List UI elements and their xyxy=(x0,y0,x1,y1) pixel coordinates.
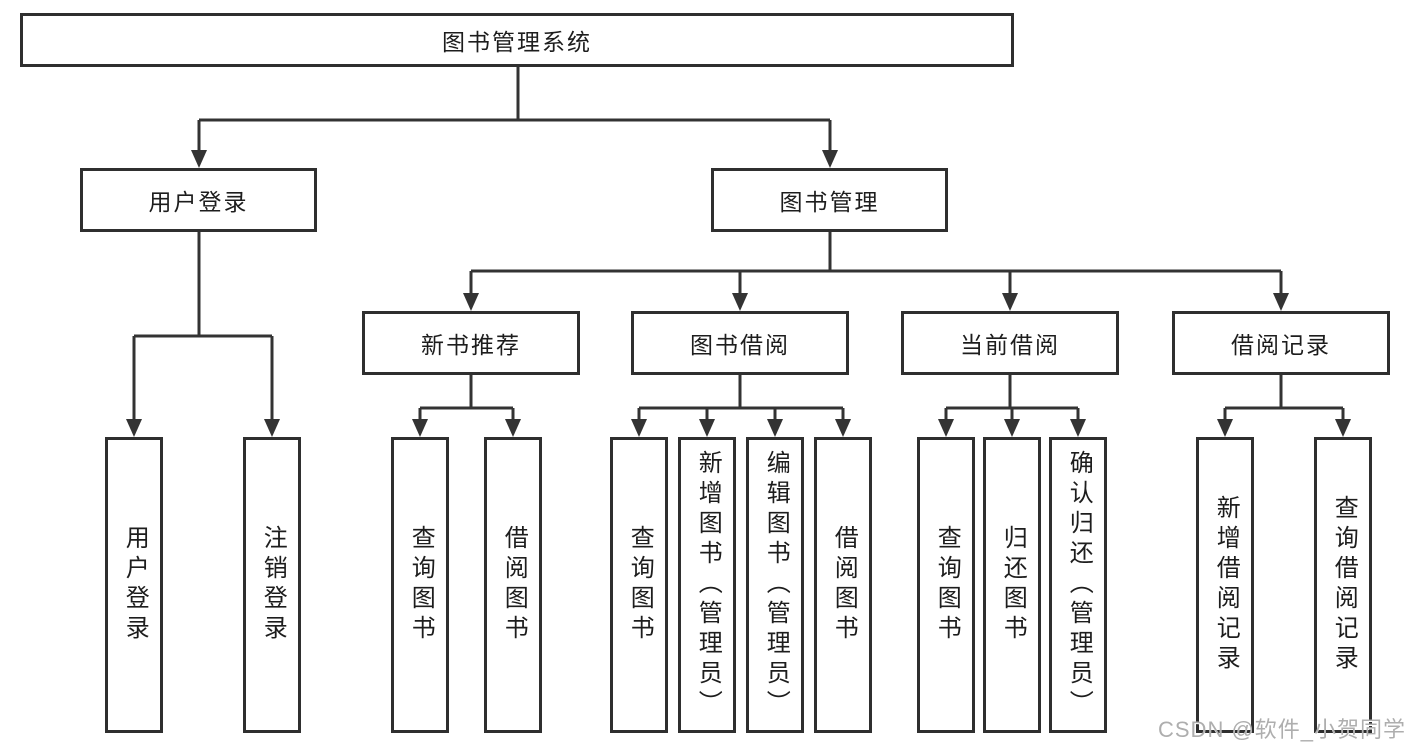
connector-group-branches xyxy=(412,375,1351,437)
node-borrow-books-2-label: 借阅图书 xyxy=(830,525,858,645)
node-query-borrow-record-label: 查询借阅记录 xyxy=(1330,495,1358,675)
csdn-watermark: CSDN @软件_小贺同学 xyxy=(1158,717,1405,742)
connector-root-to-level2 xyxy=(191,67,838,168)
node-query-borrow-record: 查询借阅记录 xyxy=(1314,437,1372,733)
node-add-book-admin-label: 新增图书（管理员） xyxy=(694,450,722,720)
node-query-books-2-label: 查询图书 xyxy=(626,525,654,645)
node-query-books-2: 查询图书 xyxy=(610,437,668,733)
node-new-book-recommend: 新书推荐 xyxy=(362,311,580,375)
node-confirm-return-admin: 确认归还（管理员） xyxy=(1049,437,1107,733)
node-query-books-3: 查询图书 xyxy=(917,437,975,733)
node-book-borrowing: 图书借阅 xyxy=(631,311,849,375)
node-borrow-books-label: 借阅图书 xyxy=(500,525,528,645)
node-return-book-label: 归还图书 xyxy=(999,525,1027,645)
node-query-books: 查询图书 xyxy=(391,437,449,733)
node-add-book-admin: 新增图书（管理员） xyxy=(678,437,736,733)
node-borrowing-records: 借阅记录 xyxy=(1172,311,1390,375)
node-edit-book-admin-label: 编辑图书（管理员） xyxy=(762,450,790,720)
node-borrow-books: 借阅图书 xyxy=(484,437,542,733)
node-logout-leaf-label: 注销登录 xyxy=(259,525,287,645)
node-root-system: 图书管理系统 xyxy=(20,13,1014,67)
node-user-login-module: 用户登录 xyxy=(80,168,317,232)
node-book-management-module: 图书管理 xyxy=(711,168,948,232)
connector-login-branch xyxy=(126,232,280,437)
node-user-login-leaf-label: 用户登录 xyxy=(121,525,149,645)
node-query-books-3-label: 查询图书 xyxy=(933,525,961,645)
node-add-borrow-record: 新增借阅记录 xyxy=(1196,437,1254,733)
node-confirm-return-admin-label: 确认归还（管理员） xyxy=(1065,450,1093,720)
node-user-login-leaf: 用户登录 xyxy=(105,437,163,733)
node-return-book: 归还图书 xyxy=(983,437,1041,733)
node-logout-leaf: 注销登录 xyxy=(243,437,301,733)
node-edit-book-admin: 编辑图书（管理员） xyxy=(746,437,804,733)
node-query-books-label: 查询图书 xyxy=(407,525,435,645)
connector-management-branch xyxy=(463,232,1289,311)
node-current-borrowing: 当前借阅 xyxy=(901,311,1119,375)
node-borrow-books-2: 借阅图书 xyxy=(814,437,872,733)
node-add-borrow-record-label: 新增借阅记录 xyxy=(1212,495,1240,675)
